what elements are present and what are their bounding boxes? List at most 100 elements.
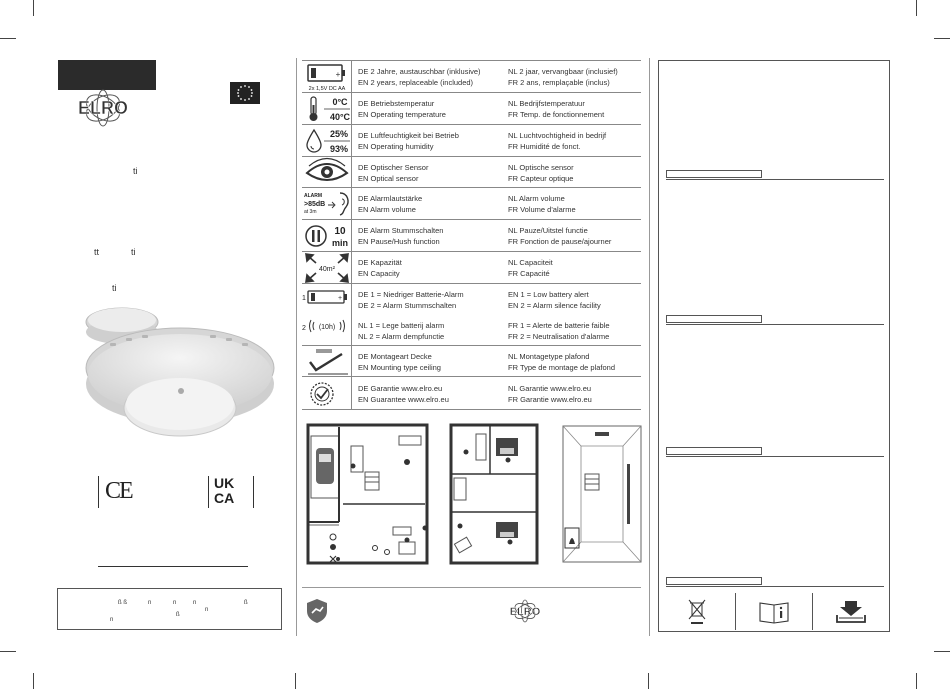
text-fragment: ti: [131, 247, 136, 257]
footer-fragment: ß ß: [118, 600, 127, 606]
svg-text:2: 2: [302, 325, 306, 332]
spec-de: DE Betriebstemperatur: [358, 99, 435, 108]
spec-en: EN Mounting type ceiling: [358, 363, 441, 372]
svg-text:1: 1: [302, 295, 306, 302]
spec-en: EN Operating humidity: [358, 142, 434, 151]
spec-de: DE Alarm Stummschalten: [358, 226, 444, 235]
panel-separator: [302, 587, 641, 588]
spec-nl: NL Montagetype plafond: [508, 352, 590, 361]
shield-hand-icon: [307, 599, 327, 623]
ukca-mark-top: UK: [214, 475, 235, 491]
crop-mark: [295, 673, 296, 689]
spec-table-border: [302, 60, 641, 61]
spec-row-optical: DE Optischer Sensor EN Optical sensor NL …: [302, 157, 641, 188]
spec-de: DE Montageart Decke: [358, 352, 432, 361]
spec-row-pause: 10 min DE Alarm Stummschalten EN Pause/Hu…: [302, 220, 641, 252]
spec-row-battery: + 2x 1,5V DC AA DE 2 Jahre, austauschbar…: [302, 61, 641, 93]
logo-text: ELRO: [510, 606, 541, 618]
spec-fr2: FR 2 = Neutralisation d'alarme: [508, 332, 610, 341]
text-fragment: ti: [112, 283, 117, 293]
manual-cell: [736, 593, 813, 630]
spec-nl: NL Capaciteit: [508, 258, 553, 267]
ce-mark-box: CE: [98, 476, 143, 508]
humidity-drop-icon: 25% 93%: [302, 125, 352, 156]
right-panel: [658, 60, 890, 632]
spec-nl: EN 1 = Low battery alert: [508, 290, 589, 299]
spec-row-guarantee: DE Garantie www.elro.eu EN Guarantee www.…: [302, 377, 641, 410]
footer-fragment: n: [205, 607, 209, 613]
crop-mark: [0, 651, 16, 652]
spec-de: DE Garantie www.elro.eu: [358, 384, 443, 393]
floor-plan-ground: [306, 423, 429, 565]
elro-logo: ELRO: [510, 599, 541, 623]
ukca-mark-box: UK CA: [208, 476, 254, 508]
floor-plan-first: [449, 423, 539, 565]
weee-bin-cell: [659, 593, 736, 630]
footer-box: ß ß n n n n ß n ß: [57, 588, 282, 630]
spec-nl: NL Luchtvochtigheid in bedrijf: [508, 131, 607, 140]
text-fragment: ti: [133, 166, 138, 176]
section-heading-box: [666, 170, 762, 178]
spec-row-mounting: DE Montageart Decke EN Mounting type ceil…: [302, 346, 641, 377]
spec-row-alerts: 1 + 2 (10h) DE 1 = Niedriger Batterie-Al…: [302, 284, 641, 346]
download-icon: [836, 601, 866, 623]
footer-fragment: n: [193, 600, 197, 606]
smoke-detector-image: [85, 307, 275, 437]
spec-fr: FR 2 ans, remplaçable (inclus): [508, 78, 610, 87]
spec-en: EN Guarantee www.elro.eu: [358, 395, 449, 404]
spec-de2: NL 1 = Lege batterij alarm: [358, 321, 445, 330]
svg-text:+: +: [338, 295, 342, 302]
guarantee-check-icon: [302, 377, 352, 409]
spec-fr: FR Garantie www.elro.eu: [508, 395, 592, 404]
footer-fragment: n: [110, 617, 114, 623]
spec-de: DE Kapazität: [358, 258, 402, 267]
spec-en: EN Optical sensor: [358, 174, 419, 183]
ceiling-mount-icon: [302, 346, 352, 376]
spec-fr: FR Temp. de fonctionnement: [508, 110, 605, 119]
spec-fr: FR Fonction de pause/ajourner: [508, 237, 612, 246]
spec-en: EN Operating temperature: [358, 110, 446, 119]
spec-fr: FR Capteur optique: [508, 174, 574, 183]
signature-line: [98, 566, 248, 567]
crop-mark: [916, 0, 917, 16]
svg-text:at 3m: at 3m: [304, 209, 317, 215]
spec-fr: FR Humidité de fonct.: [508, 142, 581, 151]
pause-icon: 10 min: [302, 220, 352, 251]
crop-mark: [934, 38, 950, 39]
section-rule: [666, 179, 884, 180]
svg-text:10: 10: [334, 226, 346, 237]
crop-mark: [33, 673, 34, 689]
svg-text:+: +: [336, 70, 341, 79]
svg-text:min: min: [332, 238, 348, 248]
svg-text:93%: 93%: [330, 144, 348, 154]
crop-mark: [934, 651, 950, 652]
footer-fragment: ß: [244, 600, 248, 606]
crop-mark: [33, 0, 34, 16]
crop-mark: [916, 673, 917, 689]
ukca-mark-bottom: CA: [214, 490, 235, 506]
header-tab: [58, 60, 156, 90]
section-rule: [666, 324, 884, 325]
manual-info-icon: [759, 602, 789, 624]
spec-nl: NL Bedrijfstemperatuur: [508, 99, 585, 108]
fold-line: [649, 58, 650, 636]
download-cell: [813, 593, 890, 630]
spec-nl: NL Pauze/Uitstel functie: [508, 226, 588, 235]
weee-bin-icon: [688, 599, 706, 624]
section-heading-box: [666, 577, 762, 585]
spec-en: EN Capacity: [358, 269, 400, 278]
spec-en: EN Pause/Hush function: [358, 237, 440, 246]
fold-line: [296, 58, 297, 636]
section-rule: [666, 586, 884, 587]
logo-text: ELRO: [78, 98, 128, 118]
spec-en: EN Alarm volume: [358, 205, 416, 214]
spec-nl: NL Alarm volume: [508, 194, 565, 203]
spec-nl: NL Optische sensor: [508, 163, 574, 172]
spec-de: DE Optischer Sensor: [358, 163, 429, 172]
section-heading-box: [666, 447, 762, 455]
svg-text:(10h): (10h): [319, 324, 335, 331]
spec-de: DE Alarmlautstärke: [358, 194, 423, 203]
